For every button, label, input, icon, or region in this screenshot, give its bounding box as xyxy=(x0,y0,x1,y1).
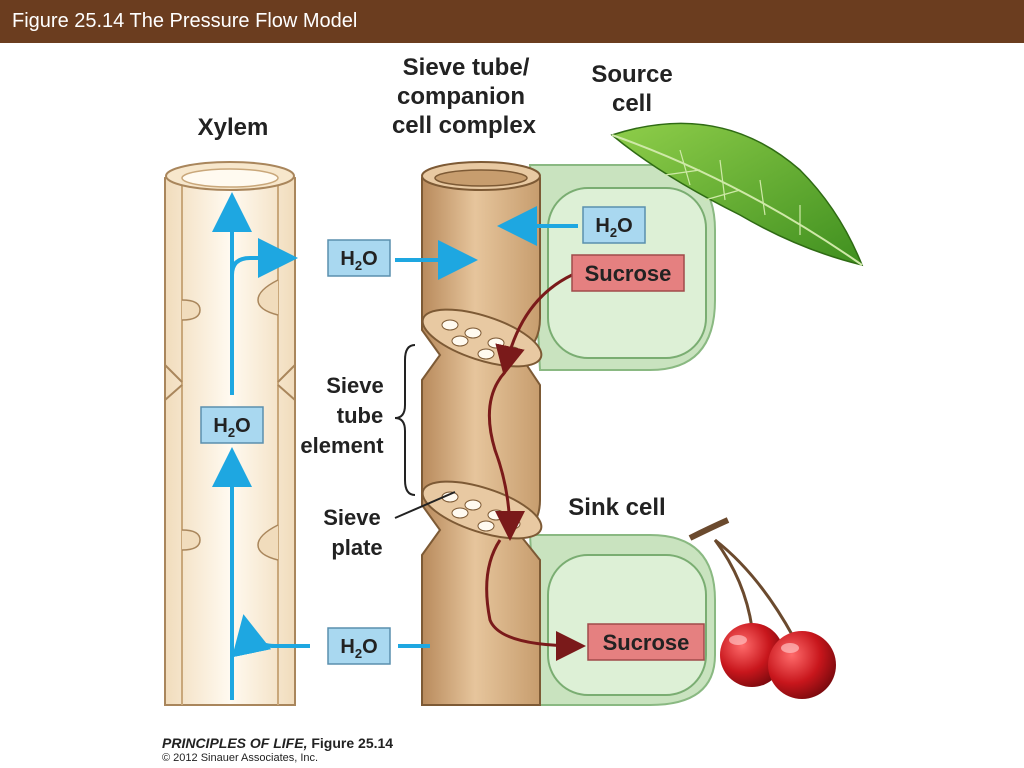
sucrose-label: Sucrose xyxy=(585,261,672,286)
source-cell-line-2: cell xyxy=(612,90,652,117)
sucrose-box-sink: Sucrose xyxy=(587,623,705,661)
cherries-image xyxy=(688,517,836,699)
sink-cell-label: Sink cell xyxy=(568,494,665,521)
book-credit: PRINCIPLES OF LIFE, Figure 25.14 xyxy=(162,735,393,751)
source-cell-label: Source cell xyxy=(591,61,672,117)
sieve-complex-line-1: Sieve tube/ xyxy=(403,54,530,81)
water-box-xylem-mid: H2O xyxy=(200,406,264,444)
ste-line-3: element xyxy=(300,433,384,458)
water-box-sink: H2O xyxy=(327,627,391,665)
bracket-icon xyxy=(394,344,416,496)
sucrose-label: Sucrose xyxy=(603,630,690,655)
water-box-xylem-top: H2O xyxy=(327,239,391,277)
xylem-label: Xylem xyxy=(198,114,269,141)
sieve-complex-line-3: cell complex xyxy=(392,112,537,139)
sieve-tube-element-label: Sieve tube element xyxy=(300,344,416,496)
water-label: H2O xyxy=(595,215,632,240)
xylem-water-arrows xyxy=(212,192,310,700)
phloem-water-arrows xyxy=(395,206,578,648)
copyright: © 2012 Sinauer Associates, Inc. xyxy=(162,752,319,764)
sieve-complex-line-2: companion xyxy=(397,83,525,110)
figure-ref: Figure 25.14 xyxy=(307,735,394,751)
leaf-image xyxy=(610,122,864,267)
water-label: H2O xyxy=(340,248,377,273)
sieve-plate-line-1: Sieve xyxy=(323,505,381,530)
book-title: PRINCIPLES OF LIFE, xyxy=(162,735,308,751)
water-box-source: H2O xyxy=(582,206,646,244)
pointer-line xyxy=(394,491,456,519)
sieve-plate-label: Sieve plate xyxy=(323,491,456,560)
sucrose-box-source: Sucrose xyxy=(571,254,685,292)
ste-line-1: Sieve xyxy=(326,373,384,398)
water-label: H2O xyxy=(213,415,250,440)
sucrose-flow-arrows xyxy=(485,273,586,661)
title-bar: Figure 25.14 The Pressure Flow Model xyxy=(0,0,1024,43)
sieve-plate-line-2: plate xyxy=(331,535,382,560)
page-title: Figure 25.14 The Pressure Flow Model xyxy=(12,10,358,32)
ste-line-2: tube xyxy=(337,403,383,428)
sieve-tube xyxy=(421,161,541,706)
source-cell-line-1: Source xyxy=(591,61,672,88)
sink-cell xyxy=(528,534,716,706)
water-label: H2O xyxy=(340,636,377,661)
sieve-complex-label: Sieve tube/ companion cell complex xyxy=(392,54,537,139)
